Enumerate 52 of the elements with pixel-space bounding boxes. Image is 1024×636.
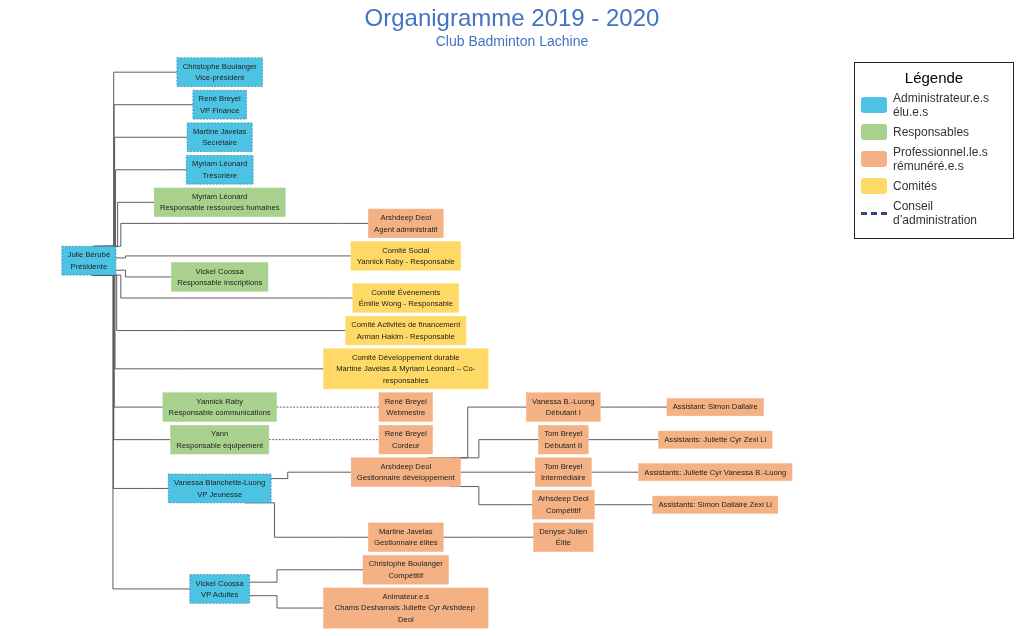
node-box [666,398,764,416]
connector [599,406,668,408]
connector [270,471,352,480]
legend-title: Légende [903,69,965,86]
node-box [378,425,433,455]
node-box [350,457,461,487]
node-box [535,457,592,487]
node-box [323,587,489,629]
node-box [168,473,272,504]
node-box [538,425,589,455]
node-box [368,522,444,552]
node-box [192,90,247,120]
node-box [350,241,461,271]
connector [249,569,364,583]
legend-text: Professionnel.le.s rémunéré.e.s [893,145,989,173]
node-box [638,463,793,482]
connector [115,269,172,278]
connector [442,536,535,538]
node-box [176,57,263,87]
connector [276,406,380,408]
node-box [526,392,601,422]
legend-text: Comités [893,179,937,193]
legend-text: Responsables [893,125,970,139]
node-box [186,122,253,152]
connector [249,595,325,609]
connector [587,439,660,441]
node-box [368,208,444,238]
node-box [186,155,254,185]
node-box [61,246,117,276]
legend-text: Administrateur.e.s élu.e.s [893,91,991,119]
node-box [658,430,773,449]
node-box [171,262,269,292]
node-box [189,574,251,604]
connector [115,255,352,259]
node-box [352,283,459,313]
subtitle: Club Badminton Lachine [435,33,589,49]
node-box [378,392,433,422]
connector [591,471,640,473]
node-box [170,425,270,455]
connector [460,471,536,473]
connector [268,439,380,441]
legend-text: Conseil d’administration [893,199,979,227]
node-box [154,187,286,217]
connector [594,504,654,506]
node-box [162,392,277,422]
node-box [345,315,467,346]
node-box [533,522,594,552]
node-box [362,555,449,585]
node-box [532,490,595,520]
node-box [652,495,779,514]
title: Organigramme 2019 - 2020 [364,4,660,32]
node-box [323,348,489,390]
